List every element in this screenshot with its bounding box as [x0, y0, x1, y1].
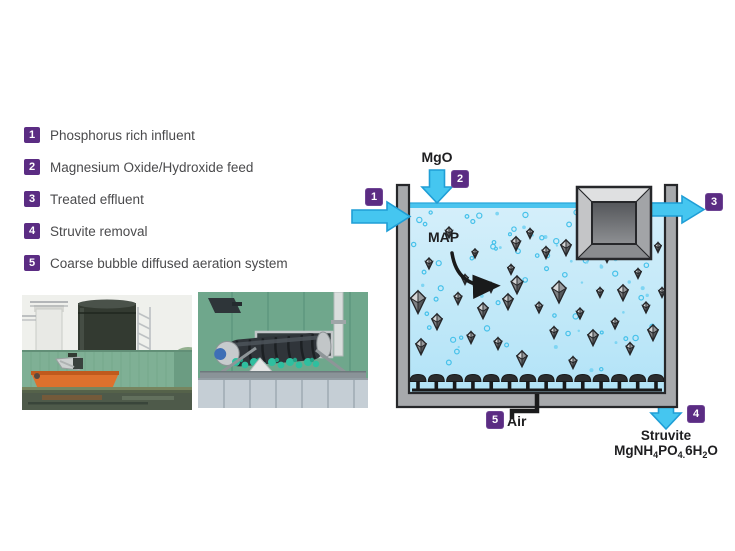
crystal: [411, 291, 426, 314]
marker-5-aeration: 5: [487, 412, 503, 428]
bubble-diffusers: [409, 373, 665, 390]
crystal: [552, 281, 566, 303]
crystal: [535, 302, 542, 313]
crystal: [626, 343, 634, 355]
legend-number-badge: 3: [24, 191, 40, 207]
removal-drum-illustration: [198, 292, 368, 408]
legend-number-badge: 4: [24, 223, 40, 239]
crystal: [642, 302, 649, 313]
crystal: [655, 243, 662, 253]
influent-arrow: [351, 200, 412, 233]
legend-item-label: Phosphorus rich influent: [50, 127, 195, 143]
crystal: [467, 332, 475, 344]
crystal: [588, 330, 598, 346]
crystal: [517, 351, 527, 367]
crystal: [494, 338, 502, 350]
water-surface-line: [409, 203, 665, 208]
crystal: [597, 288, 604, 298]
legend-item: 3 Treated effluent: [24, 191, 288, 207]
crystal: [445, 227, 452, 238]
crystal: [542, 247, 550, 259]
crystal: [550, 327, 558, 339]
marker-3-effluent: 3: [706, 194, 722, 210]
air-label: Air: [507, 413, 527, 429]
photo-struvite-plant-exterior: [22, 295, 192, 410]
crystal: [511, 276, 523, 294]
mgo-label: MgO: [421, 149, 453, 165]
legend-item-label: Struvite removal: [50, 223, 148, 239]
legend-number-badge: 1: [24, 127, 40, 143]
legend-item-label: Treated effluent: [50, 191, 144, 207]
legend-item: 5 Coarse bubble diffused aeration system: [24, 255, 288, 271]
legend-item-label: Magnesium Oxide/Hydroxide feed: [50, 159, 254, 175]
legend-number-badge: 2: [24, 159, 40, 175]
crystal: [508, 265, 515, 275]
crystal: [569, 357, 577, 369]
crystal: [472, 249, 478, 258]
crystal: [511, 237, 520, 251]
crystal: [561, 240, 571, 256]
marker-2-mgo-feed: 2: [452, 171, 468, 187]
crystal: [454, 293, 462, 305]
legend-number-badge: 5: [24, 255, 40, 271]
legend-item-label: Coarse bubble diffused aeration system: [50, 255, 288, 271]
crystal: [576, 308, 583, 319]
struvite-label: Struvite: [640, 428, 692, 443]
photo-struvite-removal-drum: [198, 292, 368, 408]
legend: 1 Phosphorus rich influent 2 Magnesium O…: [24, 127, 288, 287]
map-reaction-arrow: [450, 251, 501, 299]
struvite-formula: MgNH4PO4.6H2O: [614, 443, 718, 460]
mgo-feed-arrow: [420, 169, 454, 205]
overflow-weir-box: [575, 185, 653, 261]
plant-exterior-illustration: [22, 295, 192, 410]
struvite-reactor-diagram: [351, 169, 706, 431]
legend-item: 1 Phosphorus rich influent: [24, 127, 288, 143]
marker-4-struvite-removal: 4: [688, 406, 704, 422]
legend-item: 2 Magnesium Oxide/Hydroxide feed: [24, 159, 288, 175]
map-label: MAP: [428, 229, 460, 245]
struvite-crystals: [411, 227, 666, 369]
marker-1-influent: 1: [366, 189, 382, 205]
crystal: [618, 285, 628, 301]
crystal: [635, 269, 642, 279]
crystal: [611, 318, 618, 329]
crystal: [432, 314, 442, 330]
crystal: [503, 294, 513, 310]
legend-item: 4 Struvite removal: [24, 223, 288, 239]
drum: [214, 331, 332, 367]
crystal: [478, 303, 488, 319]
tank-walls: [395, 183, 679, 409]
crystal: [416, 339, 426, 355]
air-supply-pipe: [509, 394, 540, 419]
crystal: [425, 258, 432, 269]
crystal: [648, 325, 658, 341]
crystal: [527, 229, 534, 239]
